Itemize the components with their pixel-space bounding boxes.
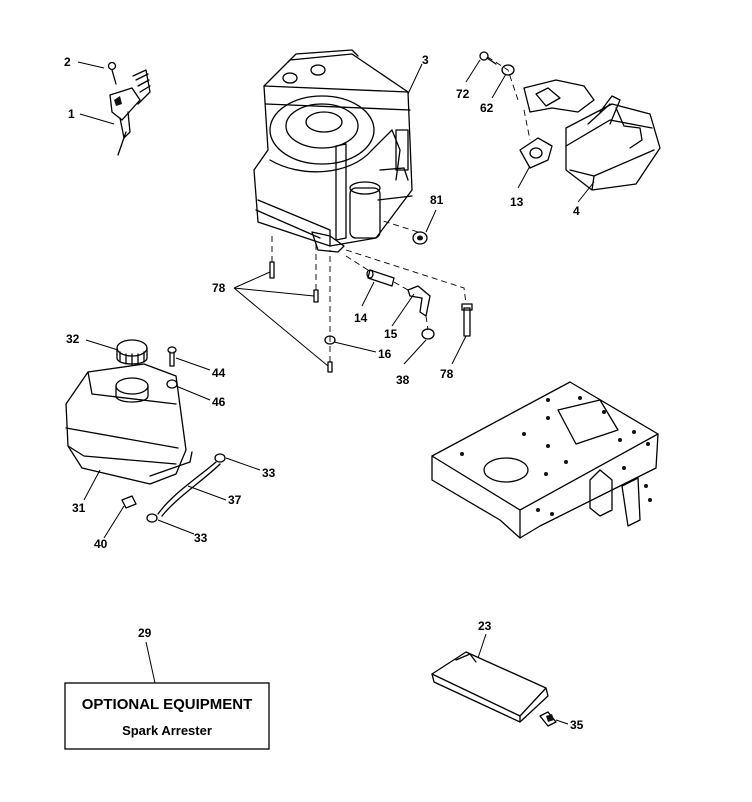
elbow-15 — [407, 285, 431, 317]
screw-35 — [539, 711, 557, 727]
bolt-78-right — [461, 303, 473, 337]
tractor-frame — [431, 381, 659, 539]
leader-lines — [77, 59, 595, 725]
clamp-33-lower — [146, 513, 158, 523]
callout-16: 16 — [378, 347, 392, 361]
callout-35: 35 — [570, 718, 584, 732]
washer-46 — [166, 379, 178, 389]
callout-1: 1 — [68, 107, 75, 121]
nut-40 — [121, 495, 137, 509]
callout-37: 37 — [228, 493, 242, 507]
callout-62: 62 — [480, 101, 494, 115]
screw-2 — [107, 61, 117, 85]
nut-38 — [421, 328, 435, 340]
engine — [253, 49, 413, 253]
muffler — [523, 79, 661, 191]
heat-shield-23 — [431, 651, 549, 723]
callout-labels: 2 1 3 72 62 13 4 81 78 14 15 16 38 78 32… — [64, 53, 584, 732]
bolt-72 — [479, 51, 497, 65]
spark-arrester-label: Spark Arrester — [122, 723, 212, 738]
fuel-cap-32 — [116, 339, 148, 366]
frame-holes — [460, 396, 652, 516]
callout-46: 46 — [212, 395, 226, 409]
callout-31: 31 — [72, 501, 86, 515]
assembly-dash-lines — [271, 55, 531, 362]
callout-44: 44 — [212, 366, 226, 380]
bolts-78-left — [269, 261, 333, 373]
nut-81 — [412, 231, 428, 245]
optional-equipment-box: OPTIONAL EQUIPMENT Spark Arrester — [64, 682, 270, 750]
callout-14: 14 — [354, 311, 368, 325]
throttle-control — [109, 69, 151, 156]
callout-2: 2 — [64, 55, 71, 69]
exhaust-gasket-13 — [519, 137, 553, 169]
callout-13: 13 — [510, 195, 524, 209]
callout-4: 4 — [573, 204, 580, 218]
callout-81: 81 — [430, 193, 444, 207]
callout-29: 29 — [138, 626, 152, 640]
callout-23: 23 — [478, 619, 492, 633]
callout-15: 15 — [384, 327, 398, 341]
callout-33-upper: 33 — [262, 466, 276, 480]
callout-33-lower: 33 — [194, 531, 208, 545]
callout-72: 72 — [456, 87, 470, 101]
optional-equipment-title: OPTIONAL EQUIPMENT — [82, 696, 253, 713]
bolt-44 — [167, 346, 177, 367]
oil-drain-extension-14 — [366, 269, 395, 287]
lockwasher-62 — [501, 64, 515, 76]
clamp-33-upper — [214, 453, 226, 463]
callout-3: 3 — [422, 53, 429, 67]
callout-78-left: 78 — [212, 281, 226, 295]
callout-38: 38 — [396, 373, 410, 387]
callout-40: 40 — [94, 537, 108, 551]
fuel-line-37 — [157, 461, 221, 517]
fuel-tank — [65, 363, 193, 485]
callout-78-right: 78 — [440, 367, 454, 381]
callout-32: 32 — [66, 332, 80, 346]
